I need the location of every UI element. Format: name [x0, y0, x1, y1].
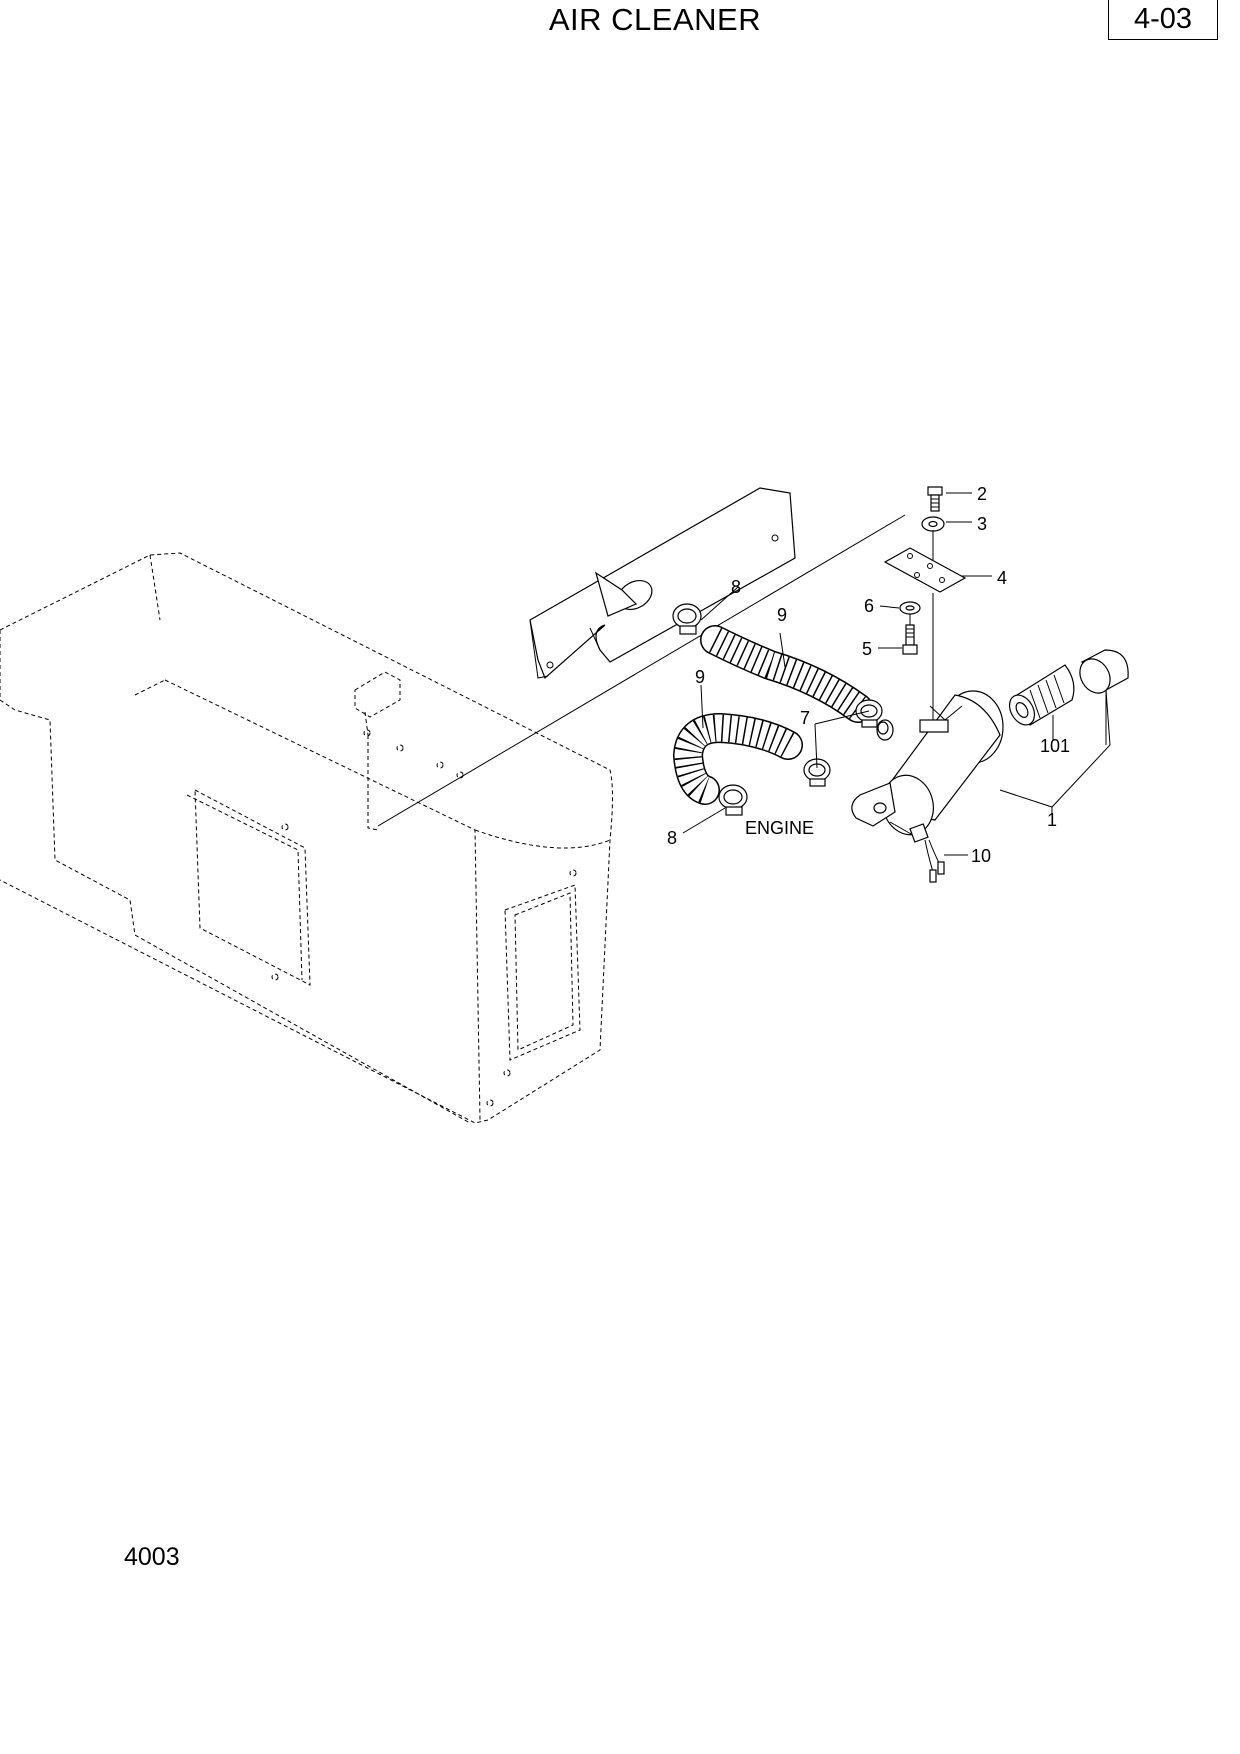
engine-side-note: ENGINE [745, 818, 814, 838]
callout-label-10: 10 [971, 846, 991, 866]
assembly-axis-line [377, 514, 906, 827]
air-cleaner-body [851, 690, 1004, 836]
washer-3 [921, 516, 972, 560]
callout-label-8-bottom: 8 [667, 828, 677, 848]
callout-label-9-upper: 9 [777, 605, 787, 625]
sensor-10 [889, 821, 968, 883]
filter-cap [1079, 649, 1129, 745]
callout-label-6: 6 [864, 596, 874, 616]
washer-6 [879, 601, 921, 630]
corrugated-hose-upper [700, 625, 873, 723]
callout-label-9-lower: 9 [695, 667, 705, 687]
corrugated-hose-lower [672, 684, 803, 805]
hose-clamp-8-top [672, 586, 739, 635]
callout-label-2: 2 [977, 484, 987, 504]
callout-label-8-top: 8 [731, 577, 741, 597]
drawing-code: 4003 [124, 1543, 180, 1571]
callout-label-1: 1 [1047, 810, 1057, 830]
hose-clamp-7-pair [803, 699, 883, 787]
callout-label-4: 4 [997, 568, 1007, 588]
bolt-2 [927, 486, 972, 512]
filter-element-101 [1008, 664, 1075, 740]
callout-label-7: 7 [800, 708, 810, 728]
intake-plate [529, 487, 796, 680]
hose-clamp-8-bottom [682, 784, 748, 834]
bolt-5 [878, 624, 918, 655]
callout-1-bracket [999, 689, 1111, 820]
callout-label-5: 5 [862, 639, 872, 659]
callout-label-101: 101 [1040, 736, 1070, 756]
engine-cover-outline [0, 552, 613, 1124]
page-reference-box: 4-03 [1108, 0, 1218, 40]
page-title: AIR CLEANER [548, 2, 762, 37]
callout-label-3: 3 [977, 514, 987, 534]
